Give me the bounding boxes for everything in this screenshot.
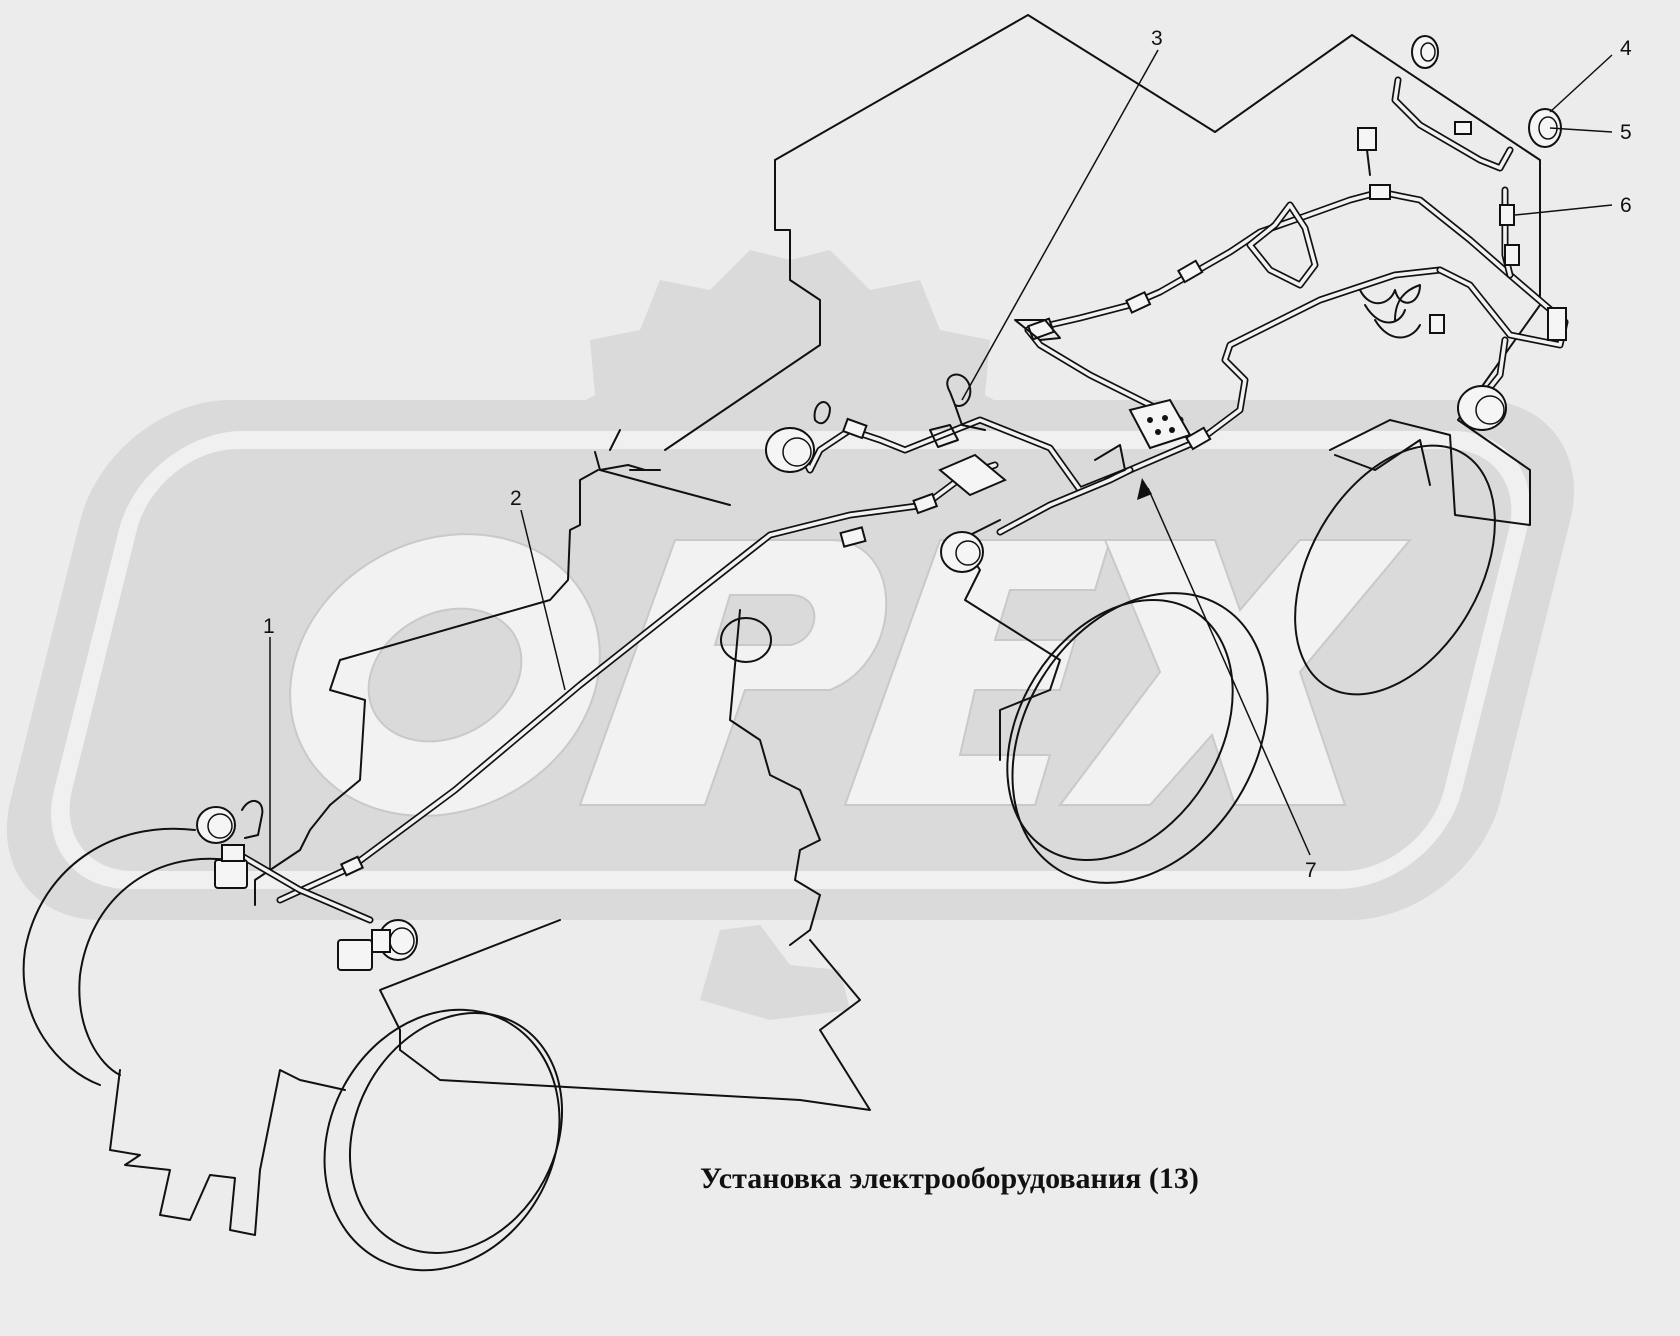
front-frame-outline (329, 469, 599, 806)
leader-7-arrowhead (1137, 478, 1152, 500)
lower-chassis (379, 919, 871, 1111)
horn (929, 373, 986, 448)
leader-4 (1549, 54, 1613, 113)
machine-outline (109, 14, 1541, 1236)
rear-left-wheel-rim (1006, 598, 1234, 862)
rear-left-wheel (1011, 592, 1269, 884)
steering-ring (720, 617, 772, 663)
callout-5: 5 (1620, 121, 1632, 144)
callout-1: 1 (263, 615, 275, 638)
fuse-box (1094, 398, 1192, 479)
front-right-wheel (323, 1008, 561, 1272)
leader-3 (961, 49, 1159, 401)
watermark (6, 250, 1575, 1020)
lamps (196, 35, 1562, 971)
wheels (22, 439, 1496, 1272)
hood-lamp-branch (1391, 76, 1514, 172)
work-lamp-left (765, 401, 831, 473)
wiring-harness (224, 76, 1569, 924)
front-left-headlamp (196, 800, 264, 844)
leader-6 (1514, 204, 1613, 216)
leader-5 (1549, 127, 1613, 133)
callout-2: 2 (510, 487, 522, 510)
hood-left-edge (664, 159, 821, 451)
callout-3: 3 (1151, 27, 1163, 50)
callout-6: 6 (1620, 194, 1632, 217)
rear-bracket (1357, 127, 1377, 176)
leader-2 (520, 509, 566, 691)
rear-right-fender (1334, 439, 1431, 486)
harness-connectors (339, 121, 1567, 877)
callout-7: 7 (1305, 859, 1317, 882)
callout-4: 4 (1620, 37, 1632, 60)
front-left-wheel-inner (78, 857, 231, 1076)
work-lamp-center (940, 531, 984, 573)
front-bracket (109, 1069, 346, 1236)
front-left-wheel (22, 827, 196, 1086)
mid-body (729, 609, 821, 946)
front-right-indicator (337, 929, 391, 971)
hood-lamp-top (1411, 35, 1439, 69)
watermark-letters (289, 533, 1413, 817)
diagram-caption: Установка электрооборудования (13) (700, 1162, 1199, 1195)
leader-7 (1147, 487, 1311, 856)
front-left-indicator (214, 844, 248, 889)
cab-stub (594, 451, 661, 471)
rear-right-wheel (1294, 444, 1496, 696)
front-right-wheel-rim (348, 1012, 564, 1254)
callout-labels: 1 2 3 4 5 6 7 (263, 27, 1632, 882)
rear-lamp-right (1457, 385, 1507, 431)
central-block (938, 453, 1007, 497)
front-frame-lower (254, 804, 331, 906)
engine-hood-outline (774, 14, 1541, 526)
callout-leaders (269, 49, 1613, 870)
